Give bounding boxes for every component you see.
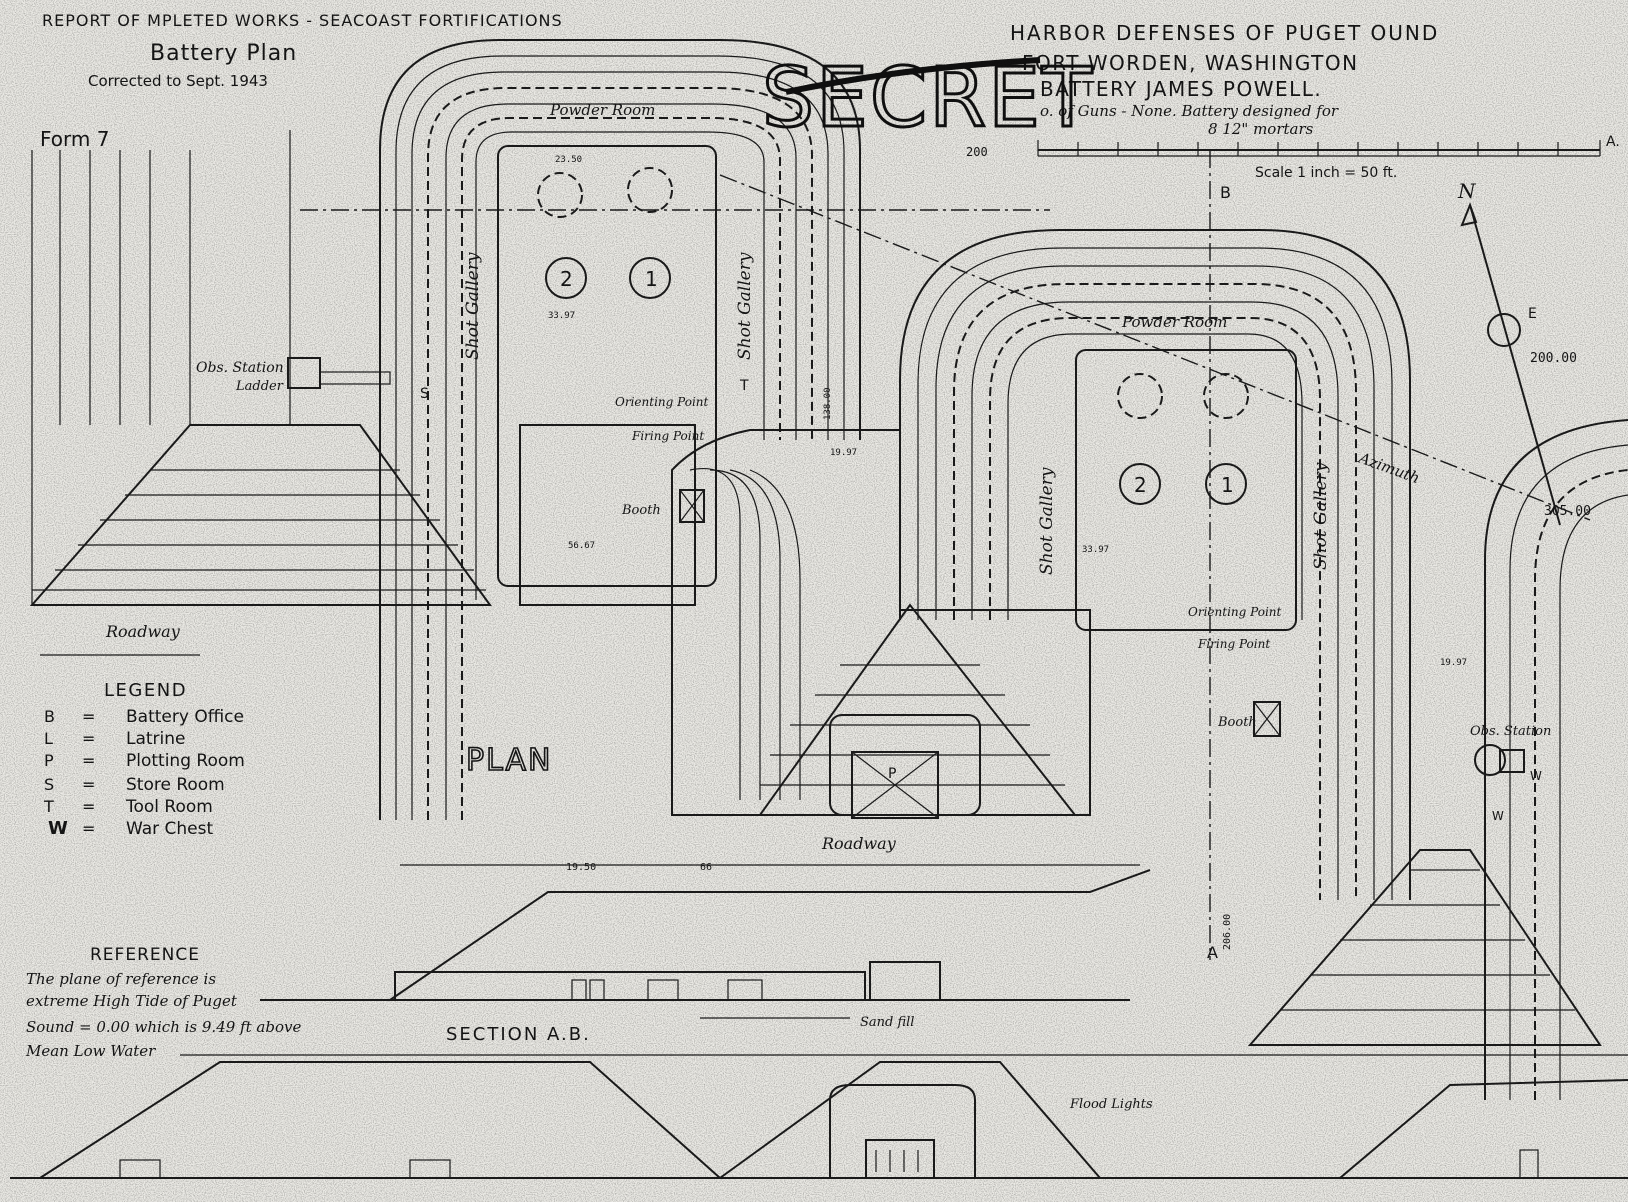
battery-plan-drawing: 2 1 Shot Gallery Shot Gallery Powder Roo… — [0, 0, 1628, 1202]
photocopy-grain — [0, 0, 1628, 1202]
